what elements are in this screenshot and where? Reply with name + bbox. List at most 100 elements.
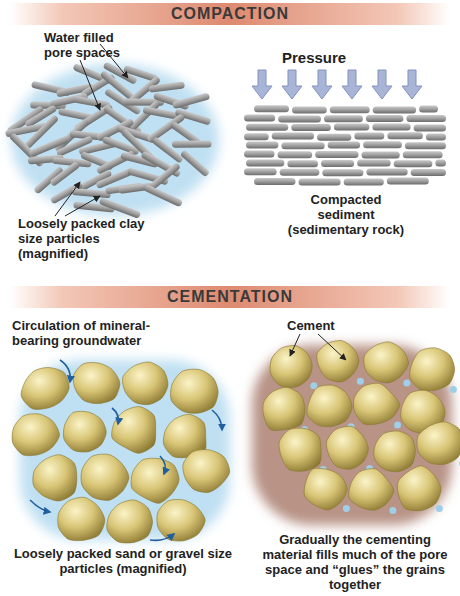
section-heading: CEMENTATION	[167, 288, 293, 306]
sand-grain	[304, 468, 347, 510]
compacted-particle	[246, 142, 278, 149]
leader-lines	[55, 44, 128, 216]
cemented-grains	[263, 341, 460, 511]
compacted-particle	[387, 132, 423, 139]
compacted-particle	[403, 151, 443, 158]
pore-space	[450, 386, 457, 393]
sand-grain	[397, 466, 441, 511]
leader-line	[318, 334, 346, 360]
compacted-particle	[406, 115, 446, 122]
sand-grain	[170, 369, 218, 413]
compacted-particle	[334, 124, 370, 131]
compacted-particle	[366, 115, 404, 122]
compacted-particle	[272, 132, 314, 139]
leader-line	[65, 196, 100, 216]
section-band: CEMENTATION	[10, 286, 450, 308]
compacted-particle	[435, 160, 446, 167]
pore-water	[11, 64, 219, 216]
sand-grain	[417, 422, 460, 465]
compacted-particle	[246, 124, 288, 131]
compacted-particle	[354, 132, 384, 139]
flow-arrow	[160, 456, 165, 474]
clay-particle	[172, 141, 212, 148]
flow-arrow	[150, 534, 174, 540]
compacted-particle	[411, 169, 446, 176]
sand-grain	[410, 348, 455, 391]
sand-grain	[307, 385, 352, 427]
leader-lines	[290, 334, 346, 360]
flow-arrow	[30, 500, 50, 512]
sand-grain	[81, 454, 129, 500]
compacted-particle	[414, 124, 446, 131]
compacted-particle	[394, 160, 433, 167]
pressure-arrow	[312, 70, 332, 99]
compacted-particle	[328, 141, 360, 148]
sand-grain	[364, 342, 409, 383]
sand-grain	[270, 345, 312, 387]
sand-grain	[131, 458, 179, 503]
sand-grain	[317, 341, 359, 382]
compacted-particle	[357, 160, 391, 167]
clay-particle	[148, 81, 185, 92]
sand-grain	[33, 455, 77, 501]
clay-particle	[142, 183, 183, 207]
sand-grain	[349, 468, 394, 510]
flow-arrows	[30, 360, 222, 540]
leader-line	[80, 60, 100, 110]
compacted-particle	[244, 168, 277, 175]
loose-grains	[12, 362, 230, 543]
compacted-particle	[287, 160, 318, 167]
pore-spaces	[301, 378, 460, 514]
section-heading: COMPACTION	[171, 5, 289, 23]
pressure-arrow	[252, 70, 272, 99]
pressure-arrow	[342, 70, 362, 99]
flow-arrow	[212, 410, 222, 430]
compacted-particle	[426, 134, 446, 141]
compacted-particle	[278, 151, 313, 158]
compacted-particle	[299, 178, 341, 185]
clay-particles	[5, 61, 212, 219]
compacted-particle	[419, 106, 438, 113]
flow-arrow	[112, 408, 118, 424]
pressure-arrows	[252, 70, 422, 99]
pore-space	[436, 505, 443, 512]
compacted-particle	[362, 151, 400, 158]
compacted-particle	[278, 115, 321, 122]
annotation-label: Water filled pore spaces	[44, 30, 136, 60]
clay-particle	[172, 92, 210, 109]
leader-line	[290, 334, 300, 356]
clay-particle	[142, 106, 179, 120]
pressure-arrow	[282, 70, 302, 99]
compacted-particle	[330, 106, 370, 113]
sand-grain	[12, 414, 59, 456]
compacted-particle	[254, 178, 296, 185]
sand-grain	[122, 362, 168, 405]
pressure-arrow	[402, 70, 422, 99]
annotation-label: Cement	[287, 318, 367, 333]
flow-arrow	[60, 360, 70, 382]
compacted-particle	[246, 159, 284, 166]
annotation-label: Loosely packed clay size particles (magn…	[18, 216, 150, 261]
compacted-sediment	[244, 105, 446, 185]
compacted-particle	[280, 169, 320, 176]
compacted-particle	[344, 179, 384, 186]
sand-grain	[157, 499, 205, 541]
compacted-particle	[315, 151, 358, 158]
compacted-particle	[366, 168, 407, 175]
pore-space	[394, 421, 401, 428]
sand-grain	[183, 450, 230, 493]
compacted-particle	[254, 105, 289, 112]
pressure-arrow	[372, 70, 392, 99]
annotation-label: Gradually the cementing material fills m…	[262, 532, 448, 592]
pore-space	[343, 505, 350, 512]
clay-particle	[49, 161, 80, 187]
pore-space	[459, 460, 460, 467]
leader-line	[55, 182, 80, 216]
compacted-particle	[387, 178, 429, 185]
clay-particle	[180, 150, 210, 178]
annotation-label: Pressure	[282, 50, 382, 65]
compacted-particle	[363, 141, 402, 148]
annotation-label: Compacted sediment (sedimentary rock)	[282, 192, 410, 237]
sand-grain	[279, 428, 321, 471]
